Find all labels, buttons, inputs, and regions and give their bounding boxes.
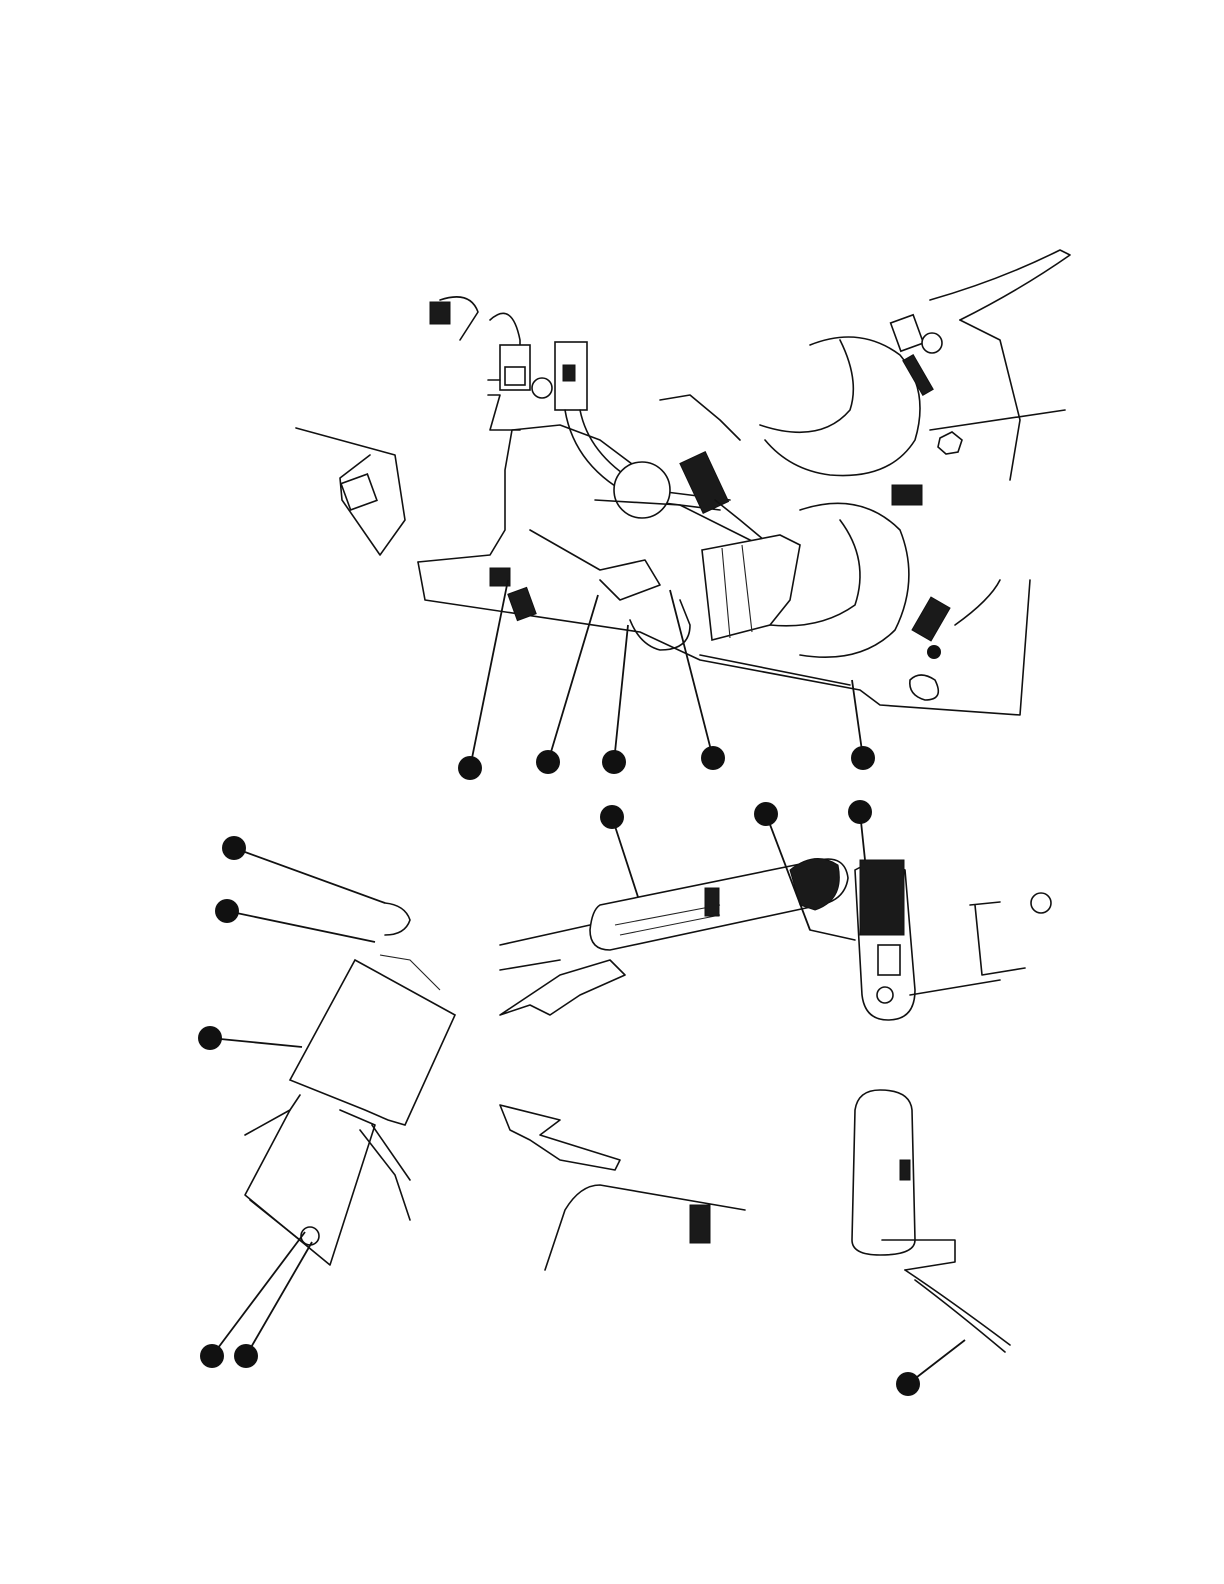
callout-8 <box>848 800 872 861</box>
callout-4 <box>669 589 725 770</box>
lower-left-assembly <box>244 902 457 1266</box>
callout-10 <box>215 899 376 943</box>
callout-6 <box>600 805 639 898</box>
callout-3 <box>602 624 629 774</box>
callout-7 <box>754 802 811 931</box>
callout-13 <box>234 1241 313 1368</box>
bottom-fragments <box>499 1089 1011 1353</box>
callouts <box>198 579 966 1396</box>
callout-5 <box>851 679 875 770</box>
callout-12 <box>200 1231 306 1368</box>
callout-2 <box>536 594 599 774</box>
callout-1 <box>458 579 509 780</box>
upper-assembly <box>295 249 1071 716</box>
callout-11 <box>198 1026 303 1050</box>
callout-14 <box>896 1339 966 1396</box>
arm-assembly <box>499 858 1052 1021</box>
callout-9 <box>222 836 386 904</box>
